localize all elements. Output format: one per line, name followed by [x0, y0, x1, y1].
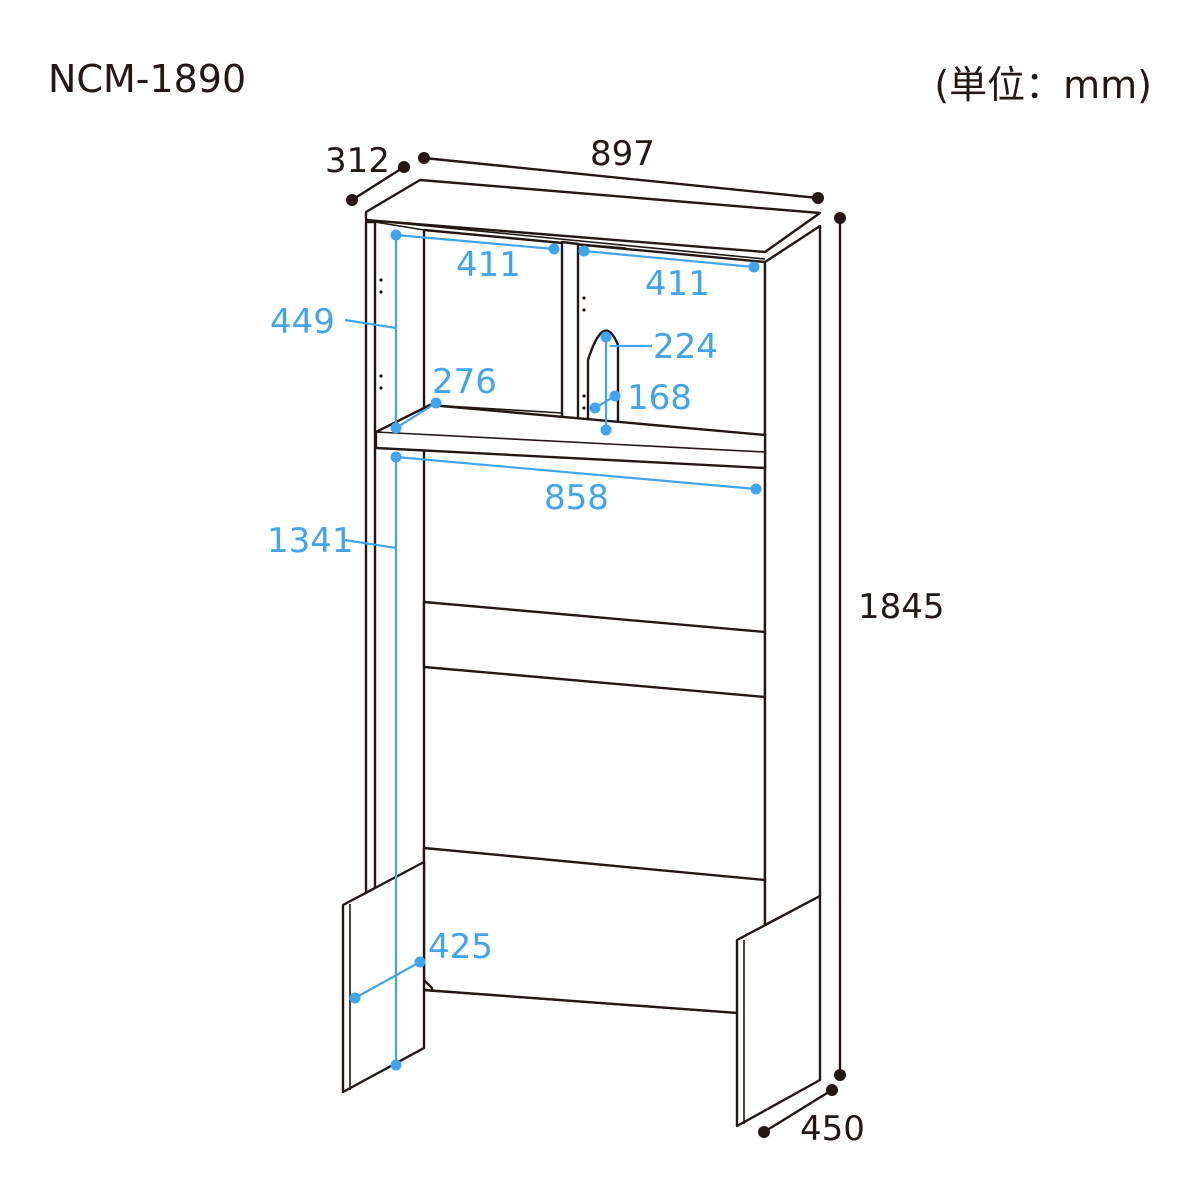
divider-back-edge [577, 243, 627, 249]
base-depth-label: 450 [800, 1109, 865, 1149]
cord-hole-width-label: 168 [627, 378, 692, 418]
top-front-edge [365, 219, 766, 260]
width-label: 897 [590, 134, 655, 174]
leg-depth-label: 425 [428, 927, 493, 967]
rail-cutout [423, 979, 434, 990]
top-board [364, 178, 822, 254]
base-depth-dim-line [763, 1088, 833, 1134]
cabinet-drawing [341, 178, 822, 1128]
unit-label: (単位：mm) [934, 63, 1152, 107]
upper-height-label: 449 [270, 302, 335, 342]
overall-dimensions: 312 897 1845 450 [325, 134, 945, 1149]
shelf-depth-label: 276 [432, 362, 497, 402]
shelf-pin-holes [379, 278, 586, 410]
cord-hole-height-label: 224 [653, 327, 718, 367]
left-inner-width-label: 411 [456, 245, 521, 285]
left-side-inner-edge [374, 221, 425, 231]
shelf-back-edge [429, 404, 563, 414]
depth-label: 312 [325, 141, 390, 181]
left-leg [341, 860, 426, 1094]
right-side-panel [763, 224, 822, 927]
right-leg [735, 894, 822, 1128]
lower-height-label: 1341 [267, 521, 354, 561]
depth-dim-line [351, 165, 405, 202]
inner-width-label: 858 [544, 478, 609, 518]
model-number: NCM-1890 [48, 57, 247, 101]
height-label: 1845 [858, 587, 945, 627]
width-dim-line [423, 156, 819, 200]
inner-dimensions: 449 411 411 276 224 168 858 13 [267, 229, 762, 1071]
shelf-front-edge [375, 431, 766, 453]
right-inner-width-label: 411 [645, 264, 710, 304]
